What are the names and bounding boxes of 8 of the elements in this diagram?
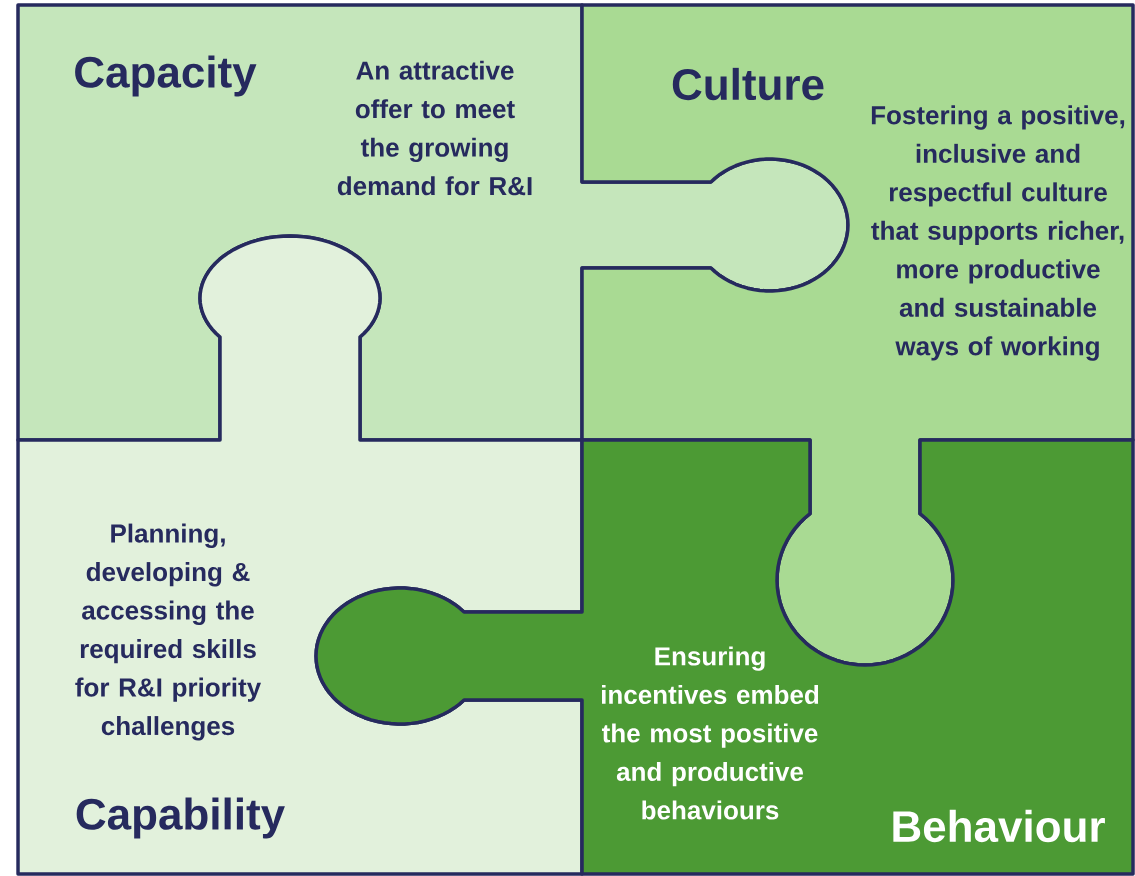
body-text: Ensuring incentives embed the most positive and productive behaviours [601,646,819,820]
body-text: Fostering a positive, inclusive and respectful culture that supports richer, more productive and sustainable ways of working [871,105,1125,361]
heading: Capability [76,797,285,839]
body-text: Planning, developing & accessing the required skills for R&I priority challenges [75,523,261,741]
heading: Behaviour [893,809,1105,843]
heading: Culture [672,67,824,101]
heading: Capacity [75,55,257,97]
body-text: An attractive offer to meet the growing demand for R&I [337,60,532,196]
